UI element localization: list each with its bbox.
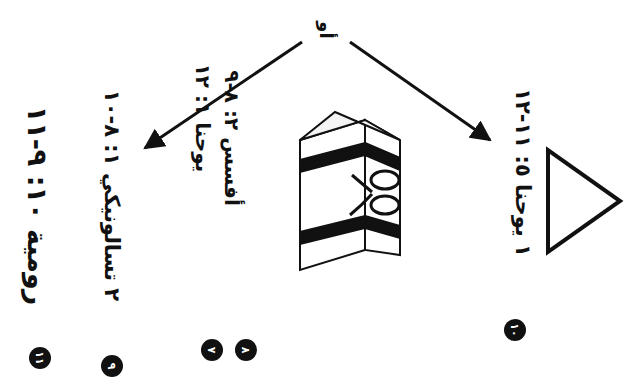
callout-number: ١١ [29, 347, 51, 369]
callout-number: ١٠ [504, 319, 526, 341]
verse-reference: ١ يوحنا ٥: ١١-١٢ [511, 88, 532, 257]
verse-reference: ٢ تسالونيكي ١: ٨-١٠ [101, 89, 122, 300]
triangle-symbol [548, 150, 620, 252]
verse-reference: يوحنا ١: ١٢ [193, 64, 213, 173]
gift-box [300, 112, 400, 270]
or-label: أو [317, 21, 335, 38]
verse-reference: أفسس ٢: ٨-٩ [222, 70, 242, 205]
callout-number: ٩ [101, 355, 123, 377]
callout-number: ٨ [235, 339, 257, 361]
verse-reference: رومية ١٠: ٩-١١ [25, 105, 52, 305]
callout-number: ٧ [201, 339, 223, 361]
